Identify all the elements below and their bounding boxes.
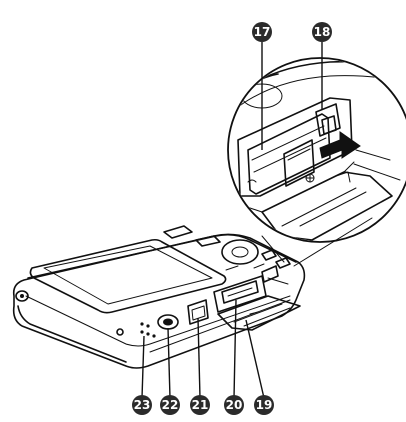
- callout-23-label: 23: [134, 398, 151, 412]
- callout-22: 22: [160, 395, 180, 415]
- callout-17: 17: [252, 22, 272, 42]
- leader-lines: [141, 42, 323, 399]
- callout-19: 19: [254, 395, 274, 415]
- inset-connector-right: [293, 217, 373, 267]
- callout-22-label: 22: [162, 398, 179, 412]
- callout-17-label: 17: [254, 25, 271, 39]
- magnified-inset: [227, 57, 406, 243]
- callout-18: 18: [312, 22, 332, 42]
- callout-18-label: 18: [314, 25, 331, 39]
- callout-21: 21: [190, 395, 210, 415]
- callout-21-label: 21: [192, 398, 209, 412]
- callout-20: 20: [224, 395, 244, 415]
- callout-19-label: 19: [256, 398, 273, 412]
- callout-20-label: 20: [226, 398, 243, 412]
- camera-body: [12, 225, 306, 369]
- callout-23: 23: [132, 395, 152, 415]
